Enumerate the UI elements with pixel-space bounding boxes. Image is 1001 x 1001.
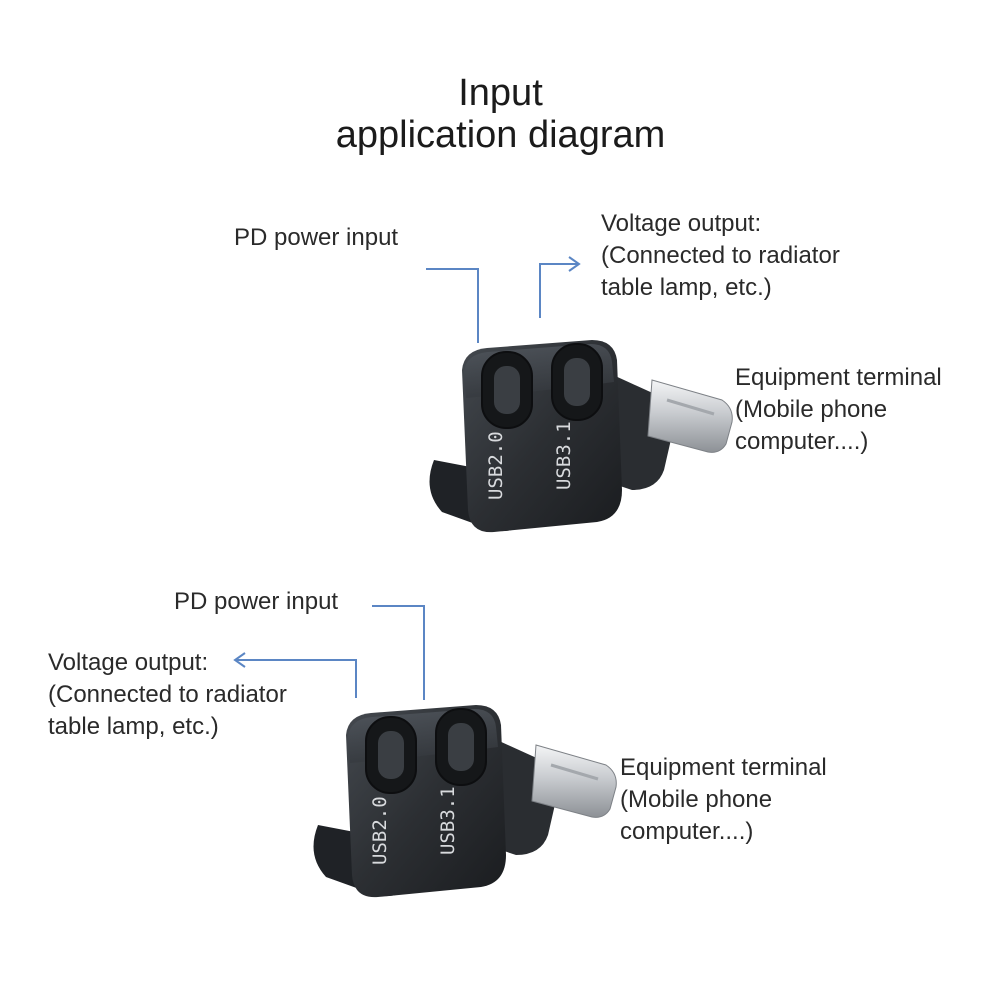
voltage-arrow-bottom <box>233 652 357 698</box>
equipment-terminal-label-top: Equipment terminal (Mobile phone compute… <box>735 362 942 458</box>
pd-callout-line-bottom <box>372 605 425 700</box>
diagram-title: Input application diagram <box>0 72 1001 156</box>
voltage-line-1: Voltage output: <box>48 649 209 676</box>
usb-adapter-top: USB2.0 USB3.1 <box>428 338 734 534</box>
pd-callout-line-top <box>426 268 479 343</box>
title-line-1: Input <box>458 72 543 114</box>
voltage-line-2: (Connected to radiator <box>601 242 840 269</box>
usb-adapter-bottom: USB2.0 USB3.1 <box>312 703 618 899</box>
usb31-port-label: USB3.1 <box>437 786 459 855</box>
usb20-port-label: USB2.0 <box>369 796 391 865</box>
equipment-line-2: (Mobile phone <box>620 786 773 813</box>
voltage-line-3: table lamp, etc.) <box>48 713 219 740</box>
voltage-line-2: (Connected to radiator <box>48 681 287 708</box>
voltage-output-label-bottom: Voltage output: (Connected to radiator t… <box>48 647 287 743</box>
voltage-arrow-top <box>539 256 581 318</box>
usb20-port-label: USB2.0 <box>485 431 507 500</box>
equipment-line-1: Equipment terminal <box>735 364 942 391</box>
title-line-2: application diagram <box>335 114 666 156</box>
equipment-line-3: computer....) <box>620 818 754 845</box>
pd-power-input-label-top: PD power input <box>234 224 399 251</box>
voltage-output-label-top: Voltage output: (Connected to radiator t… <box>601 208 840 304</box>
voltage-line-1: Voltage output: <box>601 210 762 237</box>
equipment-line-2: (Mobile phone <box>735 396 888 423</box>
usb31-port-label: USB3.1 <box>553 421 575 490</box>
voltage-line-3: table lamp, etc.) <box>601 274 772 301</box>
equipment-line-1: Equipment terminal <box>620 754 827 781</box>
equipment-terminal-label-bottom: Equipment terminal (Mobile phone compute… <box>620 752 827 848</box>
equipment-line-3: computer....) <box>735 428 869 455</box>
pd-power-input-label-bottom: PD power input <box>174 588 339 615</box>
